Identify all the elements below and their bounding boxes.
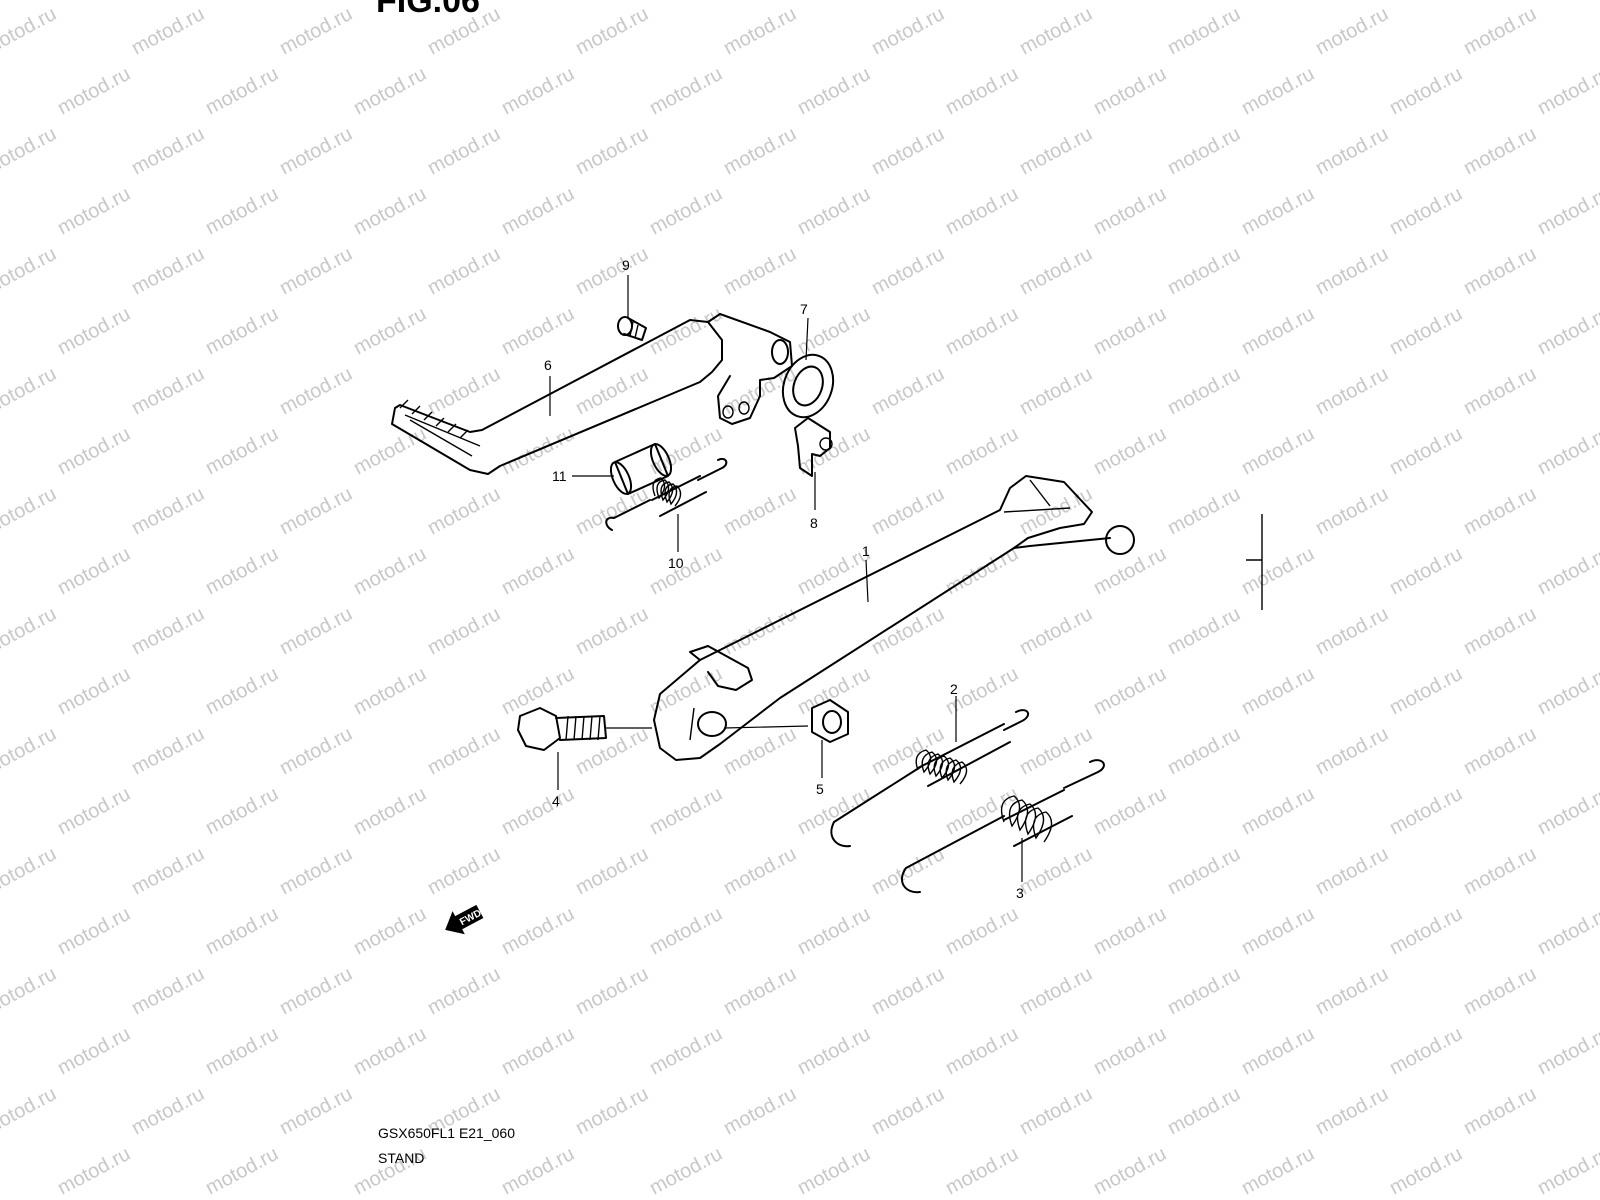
part-3-spring[interactable] — [901, 759, 1105, 894]
part-10-spring[interactable] — [605, 458, 728, 531]
frame-reference-mark — [1246, 514, 1263, 610]
callout-1: 1 — [862, 543, 870, 559]
part-9-bolt[interactable] — [617, 316, 647, 341]
part-11-bushing[interactable] — [607, 441, 675, 497]
fwd-arrow-icon: FWD — [445, 904, 483, 935]
part-8-clip[interactable] — [794, 417, 833, 477]
part-6-shift-lever[interactable] — [391, 313, 793, 475]
part-5-nut[interactable] — [723, 699, 849, 743]
callout-8: 8 — [810, 515, 818, 531]
callout-9: 9 — [622, 257, 630, 273]
part-1-side-stand[interactable] — [653, 475, 1135, 761]
part-7-washer[interactable] — [775, 348, 842, 425]
figure-title: FIG.06 — [376, 0, 480, 20]
part-4-pivot-bolt[interactable] — [517, 707, 652, 751]
fwd-label: FWD — [458, 908, 483, 928]
callout-7: 7 — [800, 301, 808, 317]
callout-10: 10 — [668, 555, 684, 571]
callout-leaders — [549, 275, 1023, 882]
callout-4: 4 — [552, 793, 560, 809]
callout-5: 5 — [816, 781, 824, 797]
section-name: STAND — [378, 1150, 425, 1166]
callout-3: 3 — [1016, 885, 1024, 901]
callout-11: 11 — [552, 468, 567, 484]
callout-2: 2 — [950, 681, 958, 697]
model-code: GSX650FL1 E21_060 — [378, 1125, 515, 1141]
callout-6: 6 — [544, 357, 552, 373]
part-2-spring[interactable] — [830, 709, 1030, 848]
